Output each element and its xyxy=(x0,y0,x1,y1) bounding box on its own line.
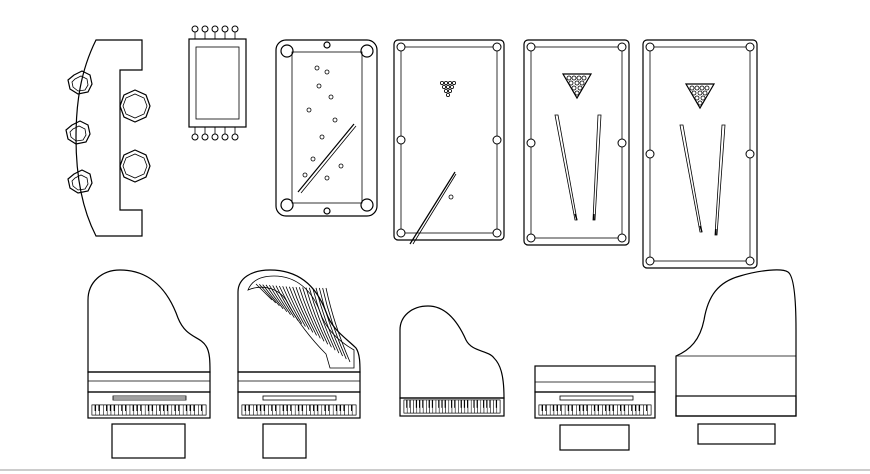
bar-stool xyxy=(119,149,151,183)
piano-strings xyxy=(255,283,351,363)
white-key xyxy=(317,404,323,416)
pool-cue xyxy=(592,114,602,221)
white-key xyxy=(410,399,414,414)
white-key xyxy=(141,404,146,416)
white-key xyxy=(496,399,501,414)
piano-string xyxy=(305,287,329,345)
white-key xyxy=(445,399,450,414)
piano-string xyxy=(275,285,295,318)
piano-bench xyxy=(559,424,630,451)
piano-keyboard xyxy=(91,404,207,416)
white-key xyxy=(467,399,472,414)
white-key xyxy=(302,404,307,416)
pool-cue xyxy=(714,124,726,236)
card-table-with-chairs xyxy=(188,25,247,141)
piano-string xyxy=(292,286,314,333)
white-key xyxy=(477,399,482,414)
white-key xyxy=(114,404,119,416)
piano-string xyxy=(278,285,299,321)
bar-stool xyxy=(65,120,91,145)
grand-piano-3 xyxy=(399,305,505,417)
white-key xyxy=(587,404,592,416)
piano-string xyxy=(322,287,347,360)
white-key xyxy=(194,404,199,416)
white-key xyxy=(572,404,577,416)
pool-table-plan-3 xyxy=(642,39,758,269)
white-key xyxy=(490,399,494,414)
piano-string xyxy=(295,287,317,336)
white-key xyxy=(179,404,184,416)
piano-string xyxy=(262,284,280,307)
white-key xyxy=(167,404,173,416)
white-key xyxy=(351,404,357,416)
piano-string xyxy=(315,287,340,354)
piano-bench xyxy=(262,423,307,459)
white-key xyxy=(125,404,131,416)
chair-row-bottom xyxy=(191,127,239,141)
white-key xyxy=(264,404,269,416)
piano-string xyxy=(325,287,351,363)
grand-piano-2-open-lid xyxy=(237,269,361,459)
ball-rack-triangle xyxy=(561,73,593,100)
white-key xyxy=(422,399,427,414)
white-key xyxy=(432,399,437,414)
pool-cue xyxy=(554,114,578,221)
piano-string xyxy=(302,287,325,342)
white-key xyxy=(561,404,566,416)
pool-cue xyxy=(297,123,357,194)
white-key xyxy=(152,404,157,416)
piano-4 xyxy=(534,365,656,451)
white-key xyxy=(598,404,603,416)
pool-table-perspective xyxy=(275,39,378,217)
chair-row-top xyxy=(191,25,239,39)
piano-bench xyxy=(697,423,776,445)
pool-balls xyxy=(302,65,344,181)
white-key xyxy=(639,404,644,416)
piano-string xyxy=(282,286,303,324)
white-key xyxy=(291,404,296,416)
white-key xyxy=(201,404,207,416)
bar-stool xyxy=(67,169,93,194)
ball-rack-triangle xyxy=(684,83,716,110)
piano-string xyxy=(259,284,277,304)
piano-keyboard xyxy=(538,404,652,416)
piano-string xyxy=(265,284,284,310)
piano-keyboard xyxy=(403,399,501,414)
pool-table-plan-1 xyxy=(393,39,505,245)
grand-piano-1 xyxy=(87,269,211,459)
piano-string xyxy=(268,284,288,313)
piano-string xyxy=(272,285,291,315)
piano-string xyxy=(298,287,321,339)
white-key xyxy=(624,404,629,416)
piano-bench xyxy=(111,423,186,459)
grand-piano-5 xyxy=(675,269,797,445)
white-key xyxy=(647,404,652,416)
ball-rack-triangle xyxy=(439,81,456,98)
white-key xyxy=(546,404,551,416)
white-key xyxy=(329,404,334,416)
white-key xyxy=(454,399,459,414)
pool-cue xyxy=(679,124,703,233)
white-key xyxy=(249,404,254,416)
bar-counter-with-stools xyxy=(65,39,151,237)
white-key xyxy=(275,404,281,416)
pool-table-plan-2 xyxy=(523,39,630,246)
bar-stool xyxy=(67,70,93,95)
piano-string xyxy=(308,287,332,348)
white-key xyxy=(99,404,104,416)
piano-string xyxy=(255,283,273,301)
bar-stool xyxy=(119,89,151,123)
piano-keyboard xyxy=(241,404,357,416)
white-key xyxy=(344,404,349,416)
piano-string xyxy=(318,287,343,357)
piano-string xyxy=(285,286,306,327)
piano-string xyxy=(288,286,310,330)
pool-cue xyxy=(409,171,457,245)
white-key xyxy=(613,404,618,416)
piano-string xyxy=(312,287,336,351)
